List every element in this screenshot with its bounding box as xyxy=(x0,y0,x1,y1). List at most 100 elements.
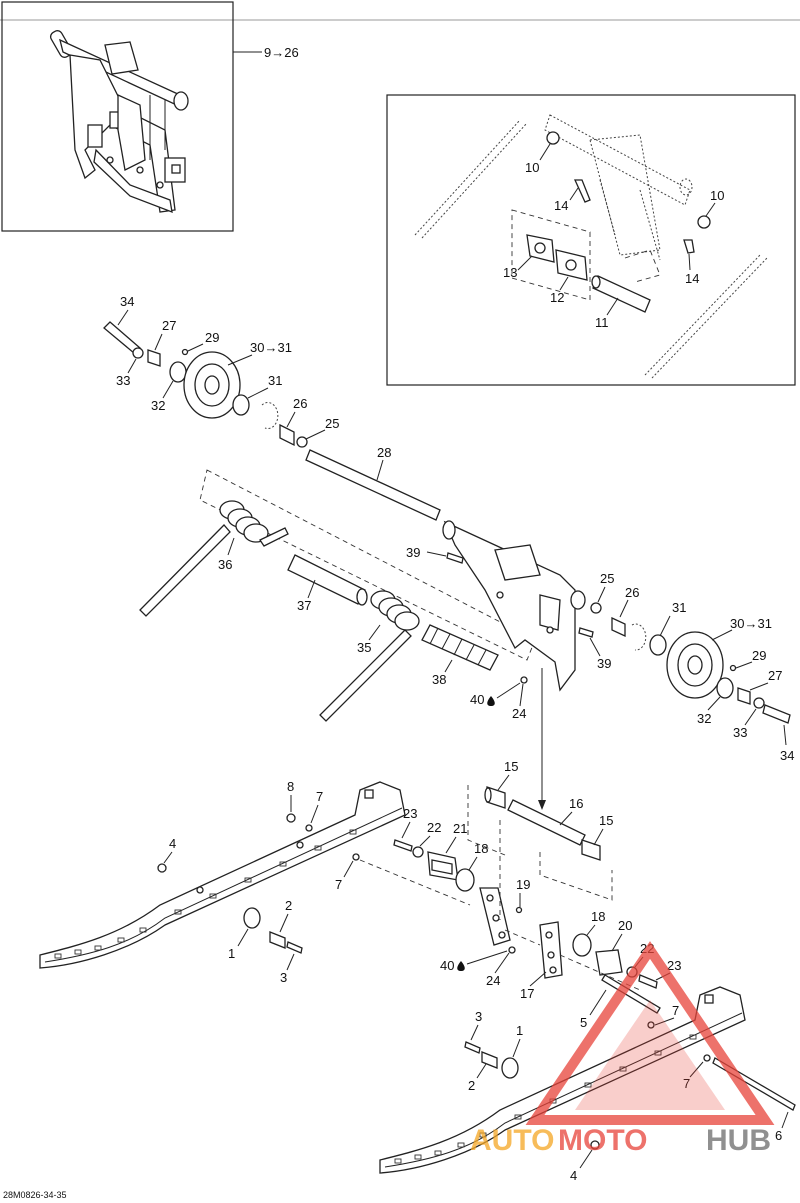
bushing-18-upper xyxy=(455,868,475,892)
spacer-27-left xyxy=(147,349,161,367)
callout-25-right: 25 xyxy=(600,571,614,586)
callout-23-lower: 23 xyxy=(667,958,681,973)
arrow-head xyxy=(538,800,546,810)
slide-rail-right xyxy=(379,974,796,1174)
callout-7-d: 7 xyxy=(683,1076,690,1091)
watermark-text-moto: MOTO xyxy=(558,1124,647,1157)
upper-wheel-left-group xyxy=(103,321,441,521)
washer-7d xyxy=(703,1054,711,1062)
callout-33-left: 33 xyxy=(116,373,130,388)
pin-19 xyxy=(515,906,523,914)
callout-27-right: 27 xyxy=(768,668,782,683)
bolt-14-right xyxy=(683,239,695,254)
watermark-text-hub: HUB xyxy=(706,1124,771,1157)
callout-29-right: 29 xyxy=(752,648,766,663)
spacer-26-left xyxy=(279,423,295,447)
nut-4-right xyxy=(590,1140,600,1150)
callout-7-c: 7 xyxy=(672,1003,679,1018)
bolt-23-upper xyxy=(393,839,413,852)
watermark-logo: AUTO MOTO HUB xyxy=(470,941,775,1157)
washer-7a xyxy=(305,824,313,832)
bushing-32-right xyxy=(716,677,734,699)
callout-26-right: 26 xyxy=(625,585,639,600)
washer-33-right xyxy=(753,697,765,709)
washer-25-left xyxy=(296,436,308,448)
bolt-3-left xyxy=(286,941,303,954)
bolt-39-upper xyxy=(446,552,464,564)
watermark-triangle-icon xyxy=(525,941,775,1125)
callout-39-lower: 39 xyxy=(597,656,611,671)
callout-7-a: 7 xyxy=(316,789,323,804)
bolt-34-right xyxy=(762,704,791,724)
bushing-15-lower xyxy=(581,839,601,861)
callout-22-upper: 22 xyxy=(427,820,441,835)
callout-27-left: 27 xyxy=(162,318,176,333)
callout-23-upper: 23 xyxy=(403,806,417,821)
callout-38: 38 xyxy=(432,672,446,687)
clip-29-left xyxy=(181,348,189,356)
bearing-31-right xyxy=(649,634,667,656)
callout-3-left: 3 xyxy=(280,970,287,985)
callout-30-31-left: 30→31 xyxy=(250,340,292,355)
bushing-32-left xyxy=(169,361,187,383)
callout-2-right: 2 xyxy=(468,1078,475,1093)
grease-fitting-24-lower xyxy=(508,946,516,954)
washer-22-upper xyxy=(412,846,424,858)
callout-18-upper: 18 xyxy=(474,841,488,856)
callout-10-left: 10 xyxy=(525,160,539,175)
spacer-2-right xyxy=(481,1051,498,1069)
center-arm-group xyxy=(139,469,791,810)
slide-rail-left xyxy=(39,781,471,969)
spacer-2-left xyxy=(269,931,286,949)
lower-link-group xyxy=(393,820,658,991)
callout-16: 16 xyxy=(569,796,583,811)
callout-13: 13 xyxy=(503,265,517,280)
callout-12: 12 xyxy=(550,290,564,305)
bolt-3-right xyxy=(464,1041,481,1054)
bushing-18-lower xyxy=(572,933,592,957)
roller-38 xyxy=(421,624,499,671)
washer-7b xyxy=(352,853,360,861)
callout-32-left: 32 xyxy=(151,398,165,413)
nut-10-left xyxy=(546,131,560,145)
callout-3-right: 3 xyxy=(475,1009,482,1024)
nut-4-left xyxy=(157,863,167,873)
inset-box-frame-assembly xyxy=(1,1,234,232)
callout-5: 5 xyxy=(580,1015,587,1030)
callout-32-right: 32 xyxy=(697,711,711,726)
callout-25-left: 25 xyxy=(325,416,339,431)
bolt-14-left xyxy=(573,179,591,203)
callout-1-left: 1 xyxy=(228,946,235,961)
watermark-text-auto: AUTO xyxy=(470,1124,554,1157)
center-arm xyxy=(443,520,576,692)
callout-31-right: 31 xyxy=(672,600,686,615)
spring-36 xyxy=(139,500,289,617)
callout-40-upper: 40 xyxy=(470,692,484,707)
callout-1-right: 1 xyxy=(516,1023,523,1038)
callout-35: 35 xyxy=(357,640,371,655)
callout-37: 37 xyxy=(297,598,311,613)
clip-29-right xyxy=(729,664,737,672)
callout-6: 6 xyxy=(775,1128,782,1143)
spacer-27-right xyxy=(737,687,751,705)
tube-11 xyxy=(592,275,651,313)
nut-8 xyxy=(286,813,296,823)
callout-15-upper: 15 xyxy=(504,759,518,774)
callout-40-lower: 40 xyxy=(440,958,454,973)
callout-17: 17 xyxy=(520,986,534,1001)
callout-36: 36 xyxy=(218,557,232,572)
callout-39-upper: 39 xyxy=(406,545,420,560)
callout-14-left: 14 xyxy=(554,198,568,213)
bolt-23-lower xyxy=(638,974,658,989)
callout-21: 21 xyxy=(453,821,467,836)
callout-31-left: 31 xyxy=(268,373,282,388)
callout-30-31-right: 30→31 xyxy=(730,616,772,631)
callout-11: 11 xyxy=(595,315,609,330)
axle-28 xyxy=(305,449,441,521)
callout-29-left: 29 xyxy=(205,330,219,345)
diagram-reference-code: 28M0826-34-35 xyxy=(3,1190,67,1200)
washer-7c xyxy=(647,1021,655,1029)
callout-2-left: 2 xyxy=(285,898,292,913)
bolt-34-left xyxy=(103,321,142,354)
